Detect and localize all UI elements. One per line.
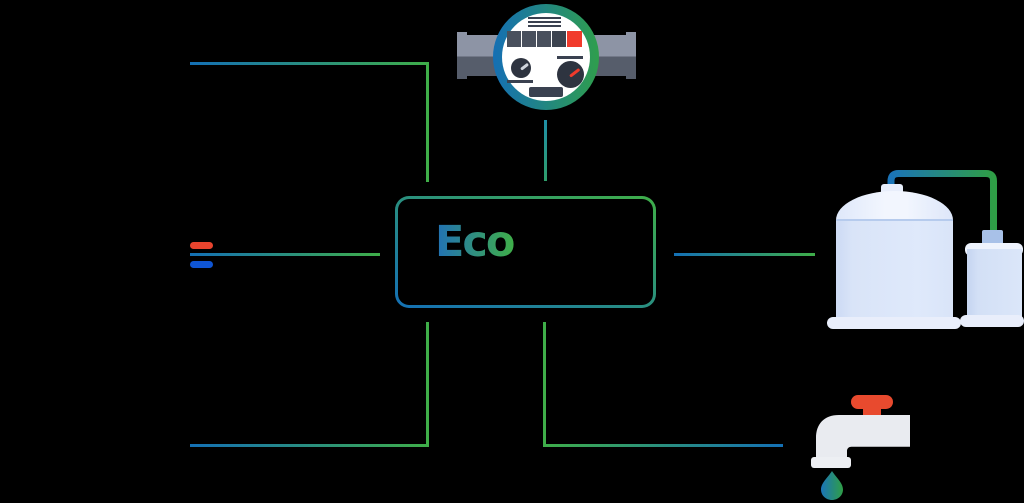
cold-pill-icon: [190, 261, 213, 268]
meter-digit-box-red: [567, 31, 582, 47]
faucet-body: [816, 415, 910, 459]
meter-dash-under-dial: [507, 80, 533, 83]
meter-digit-box: [537, 31, 551, 47]
connector-right: [674, 253, 815, 256]
tank-rim: [836, 219, 953, 222]
hub-label-text: Eco: [435, 220, 514, 266]
connector-meter: [544, 120, 547, 181]
meter-dash-over-dial: [557, 56, 583, 59]
meter-digit-box: [552, 31, 566, 47]
faucet-spout-flange: [811, 457, 851, 468]
meter-register-line: [528, 21, 561, 23]
meter-digit-box: [507, 31, 521, 47]
small-tank-base: [960, 315, 1024, 327]
water-drop-icon: [821, 471, 843, 500]
hub-box-inner: [398, 199, 653, 305]
faucet-icon: [811, 395, 910, 500]
tank-base: [827, 317, 961, 329]
storage-tank-icon: [836, 221, 953, 321]
hub-label: Eco: [435, 217, 605, 270]
connector-bottom-right-horizontal: [543, 444, 783, 447]
tank-nozzle: [881, 184, 903, 194]
tank-pipe: [887, 170, 997, 251]
meter-digit-box: [522, 31, 536, 47]
faucet-handle: [851, 395, 893, 409]
connector-bottom-middle-vertical: [543, 322, 546, 447]
connector-left: [190, 253, 380, 256]
meter-register-line: [528, 17, 561, 19]
connector-bottom-left-horizontal: [190, 444, 429, 447]
small-tank-body: [967, 249, 1022, 319]
connector-top-left-vertical: [426, 62, 429, 182]
meter-label-bar: [529, 87, 563, 97]
small-tank-cap: [982, 230, 1003, 245]
hub-box: Eco: [395, 196, 656, 308]
hot-pill-icon: [190, 242, 213, 249]
connector-top-left-horizontal: [190, 62, 429, 65]
meter-register-line: [528, 25, 561, 27]
hub-label-svg: Eco: [435, 217, 516, 267]
connector-bottom-left-vertical: [426, 322, 429, 447]
